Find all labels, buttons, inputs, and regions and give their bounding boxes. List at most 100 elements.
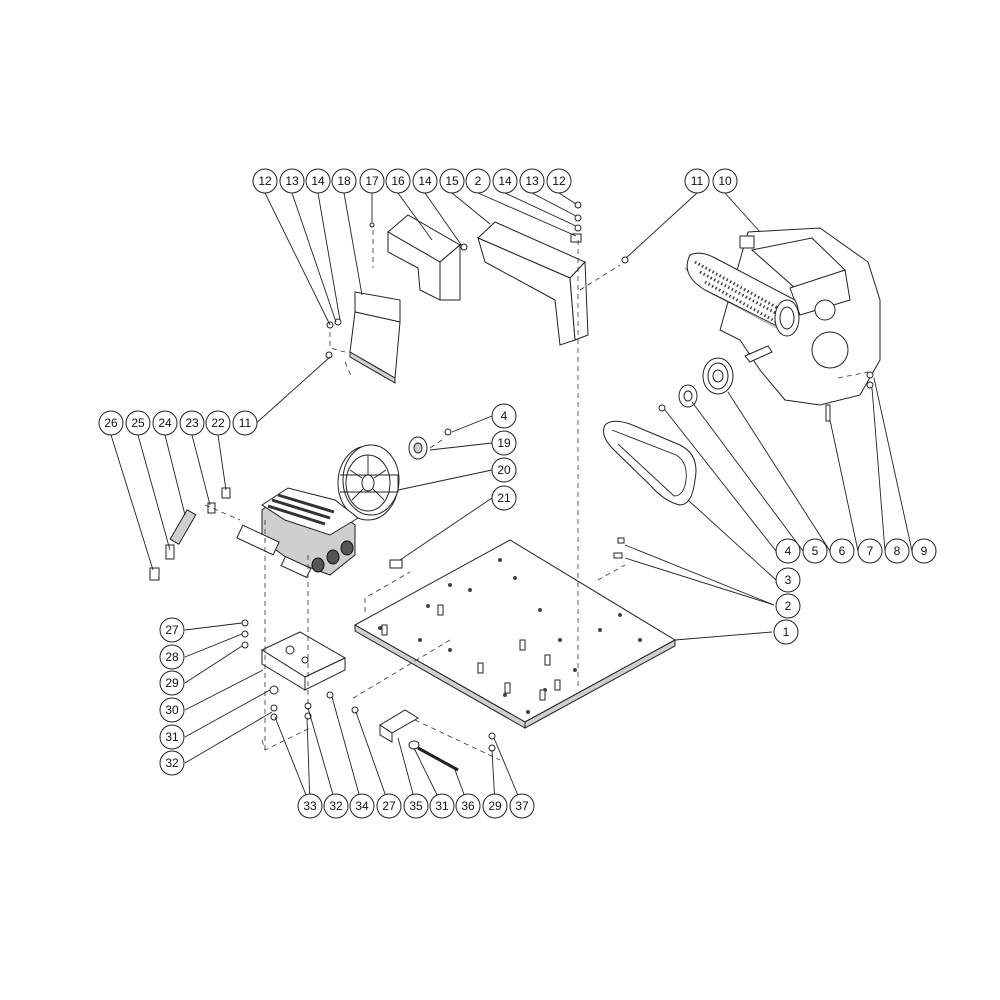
callout-10: 10 bbox=[712, 168, 738, 194]
long-bolt bbox=[408, 740, 459, 772]
callout-22: 22 bbox=[205, 410, 231, 436]
callout-label: 14 bbox=[498, 174, 512, 188]
callout-14: 14 bbox=[492, 168, 518, 194]
callout-label: 31 bbox=[165, 730, 179, 744]
callout-label: 19 bbox=[497, 436, 511, 450]
callout-32: 32 bbox=[323, 793, 349, 819]
callout-27: 27 bbox=[376, 793, 402, 819]
callout-label: 25 bbox=[131, 416, 145, 430]
callout-1: 1 bbox=[773, 619, 799, 645]
mounting-bracket bbox=[349, 291, 401, 384]
assembly-lines bbox=[204, 230, 869, 761]
pump-bushing bbox=[408, 436, 428, 460]
base-plate bbox=[353, 539, 677, 729]
callout-label: 4 bbox=[785, 544, 792, 558]
callout-label: 29 bbox=[488, 799, 502, 813]
callout-11: 11 bbox=[684, 168, 710, 194]
callout-label: 23 bbox=[185, 416, 199, 430]
v-belt bbox=[603, 420, 697, 506]
callout-14: 14 bbox=[305, 168, 331, 194]
hardware bbox=[241, 201, 874, 752]
callout-3: 3 bbox=[775, 567, 801, 593]
callout-33: 33 bbox=[297, 793, 323, 819]
callout-label: 9 bbox=[921, 544, 928, 558]
callout-17: 17 bbox=[359, 168, 385, 194]
callout-5: 5 bbox=[802, 538, 828, 564]
callout-label: 3 bbox=[785, 573, 792, 587]
callout-label: 32 bbox=[329, 799, 343, 813]
callout-14: 14 bbox=[412, 168, 438, 194]
callout-32: 32 bbox=[159, 750, 185, 776]
callout-29: 29 bbox=[482, 793, 508, 819]
callout-label: 12 bbox=[552, 174, 566, 188]
callout-label: 37 bbox=[515, 799, 529, 813]
callout-label: 6 bbox=[839, 544, 846, 558]
callout-label: 31 bbox=[435, 799, 449, 813]
belt-guard bbox=[477, 221, 589, 346]
callout-label: 36 bbox=[461, 799, 475, 813]
callout-label: 27 bbox=[382, 799, 396, 813]
pump-pulley bbox=[337, 444, 400, 521]
callout-label: 20 bbox=[497, 463, 511, 477]
callout-26: 26 bbox=[98, 410, 124, 436]
callout-13: 13 bbox=[519, 168, 545, 194]
engine-pulley bbox=[702, 357, 734, 395]
callout-label: 32 bbox=[165, 756, 179, 770]
belt-guard-cover bbox=[387, 214, 461, 301]
pump bbox=[236, 487, 359, 579]
callout-12: 12 bbox=[546, 168, 572, 194]
callout-label: 12 bbox=[258, 174, 272, 188]
callout-label: 16 bbox=[391, 174, 405, 188]
callout-label: 17 bbox=[365, 174, 379, 188]
callout-21: 21 bbox=[491, 485, 517, 511]
callout-18: 18 bbox=[331, 168, 357, 194]
callout-11: 11 bbox=[232, 410, 258, 436]
callout-19: 19 bbox=[491, 430, 517, 456]
callout-29: 29 bbox=[159, 670, 185, 696]
callout-20: 20 bbox=[491, 457, 517, 483]
callout-label: 28 bbox=[165, 650, 179, 664]
callout-4: 4 bbox=[491, 403, 517, 429]
callout-label: 18 bbox=[337, 174, 351, 188]
callout-27: 27 bbox=[159, 617, 185, 643]
callout-label: 35 bbox=[409, 799, 423, 813]
callout-label: 14 bbox=[418, 174, 432, 188]
callout-37: 37 bbox=[509, 793, 535, 819]
callout-7: 7 bbox=[857, 538, 883, 564]
callout-6: 6 bbox=[829, 538, 855, 564]
pump-mount-plate bbox=[260, 631, 347, 691]
callout-label: 24 bbox=[158, 416, 172, 430]
callout-label: 4 bbox=[501, 409, 508, 423]
callout-label: 29 bbox=[165, 676, 179, 690]
taper-bushing bbox=[678, 384, 698, 408]
callout-label: 2 bbox=[475, 174, 482, 188]
callout-2: 2 bbox=[775, 593, 801, 619]
callout-label: 21 bbox=[497, 491, 511, 505]
callout-30: 30 bbox=[159, 697, 185, 723]
callout-31: 31 bbox=[429, 793, 455, 819]
callout-label: 13 bbox=[285, 174, 299, 188]
callout-label: 33 bbox=[303, 799, 317, 813]
leader-lines bbox=[110, 192, 913, 806]
callout-12: 12 bbox=[252, 168, 278, 194]
angle-bracket bbox=[379, 709, 419, 743]
callout-label: 8 bbox=[894, 544, 901, 558]
callout-label: 14 bbox=[311, 174, 325, 188]
callout-8: 8 bbox=[884, 538, 910, 564]
callout-2: 2 bbox=[465, 168, 491, 194]
callout-16: 16 bbox=[385, 168, 411, 194]
engine bbox=[684, 227, 881, 406]
callout-label: 11 bbox=[691, 174, 704, 188]
callout-28: 28 bbox=[159, 644, 185, 670]
callout-34: 34 bbox=[349, 793, 375, 819]
callout-label: 34 bbox=[355, 799, 369, 813]
callout-label: 2 bbox=[785, 599, 792, 613]
callout-label: 30 bbox=[165, 703, 179, 717]
callout-36: 36 bbox=[455, 793, 481, 819]
callout-24: 24 bbox=[152, 410, 178, 436]
callout-35: 35 bbox=[403, 793, 429, 819]
callout-15: 15 bbox=[439, 168, 465, 194]
callout-label: 26 bbox=[104, 416, 118, 430]
